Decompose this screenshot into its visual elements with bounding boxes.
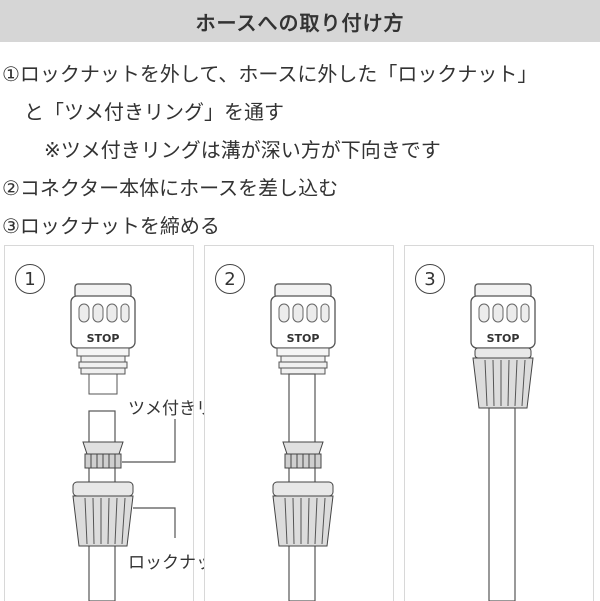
- step-number: 3: [415, 264, 445, 294]
- instruction-line: と「ツメ付きリング」を通す: [24, 100, 284, 124]
- step-number: 2: [215, 264, 245, 294]
- page-title: ホースへの取り付け方: [195, 10, 405, 35]
- stop-label: STOP: [87, 332, 120, 345]
- connector-illustration-assembled: STOP: [470, 283, 536, 601]
- step-number: 1: [15, 264, 45, 294]
- stop-label: STOP: [487, 332, 520, 345]
- instruction-line: ②コネクター本体にホースを差し込む: [2, 176, 339, 200]
- panel-step-1: 1 STOP: [4, 245, 194, 601]
- connector-illustration-hose-inserted: STOP: [270, 283, 336, 601]
- instruction-note: ※ツメ付きリングは溝が深い方が下向きです: [44, 138, 441, 162]
- instruction-line: ③ロックナットを締める: [2, 214, 220, 238]
- panel-step-3: 3 STOP: [404, 245, 594, 601]
- instruction-line: ①ロックナットを外して、ホースに外した「ロックナット」: [2, 62, 538, 86]
- connector-illustration-disassembled: STOP: [70, 283, 176, 601]
- title-bar: ホースへの取り付け方: [0, 0, 600, 42]
- stop-label: STOP: [287, 332, 320, 345]
- panel-step-2: 2 STOP: [204, 245, 394, 601]
